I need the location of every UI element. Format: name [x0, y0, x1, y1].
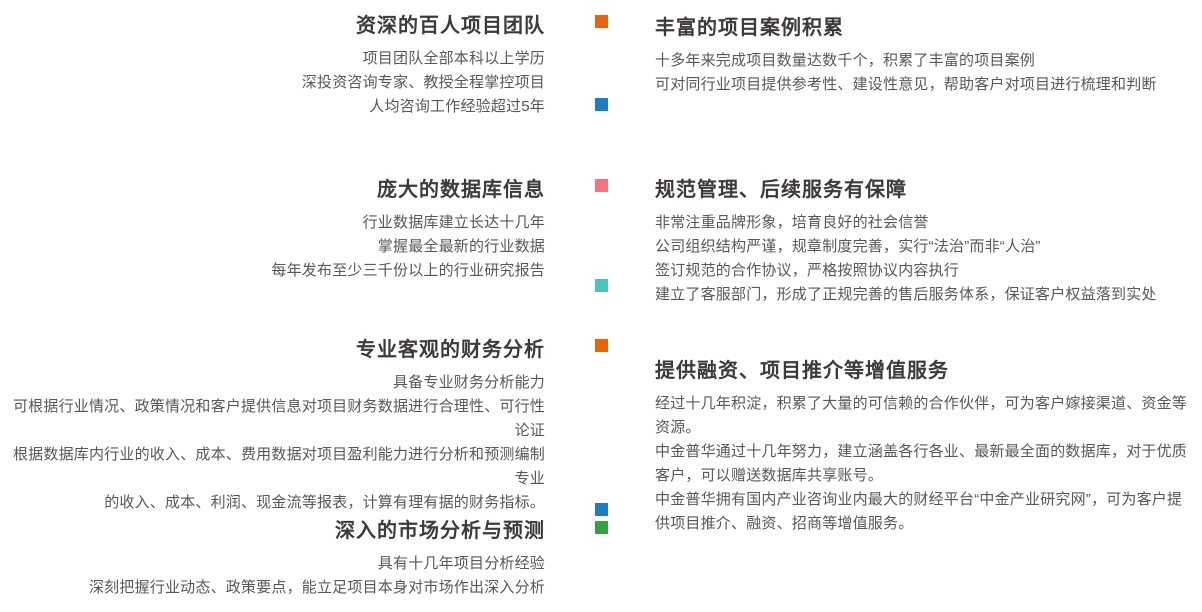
text-line: 具有十几年项目分析经验 — [377, 555, 545, 572]
text-line: 行业数据库建立长达十几年 — [362, 214, 545, 231]
text-line: 根据数据库内行业的收入、成本、费用数据对项目盈利能力进行分析和预测编制专业 — [12, 446, 545, 487]
text-line: 建立了客服部门，形成了正规完善的售后服务体系，保证客户权益落到实处 — [655, 286, 1157, 303]
text-line: 公司组织结构严谨，规章制度完善，实行“法治”而非“人治” — [655, 238, 1041, 255]
teal-square-icon — [595, 279, 608, 292]
text-line: 可根据行业情况、政策情况和客户提供信息对项目财务数据进行合理性、可行性论证 — [12, 398, 545, 439]
text-line: 签订规范的合作协议，严格按照协议内容执行 — [655, 262, 960, 279]
text-line: 十多年来完成项目数量达数千个，积累了丰富的项目案例 — [655, 52, 1036, 69]
orange-square-icon — [595, 15, 608, 28]
section-title: 提供融资、项目推介等增值服务 — [655, 360, 949, 382]
section-database-info: 庞大的数据库信息 行业数据库建立长达十几年 掌握最全最新的行业数据 每年发布至少… — [0, 178, 545, 283]
text-paragraph: 中金普华通过十几年努力，建立涵盖各行各业、最新最全面的数据库，对于优质客户，可以… — [655, 443, 1188, 484]
text-line: 深投资咨询专家、教授全程掌控项目 — [301, 74, 545, 91]
text-line: 深刻把握行业动态、政策要点，能立足项目本身对市场作出深入分析 — [88, 579, 545, 596]
text-line: 项目团队全部本科以上学历 — [362, 50, 545, 67]
pink-square-icon — [595, 179, 608, 192]
section-title: 丰富的项目案例积累 — [655, 17, 844, 39]
text-line: 的收入、成本、利润、现金流等报表，计算有理有据的财务指标。 — [104, 494, 545, 511]
text-line: 人均咨询工作经验超过5年 — [369, 98, 545, 115]
green-square-icon — [595, 521, 608, 534]
section-financial-analysis: 专业客观的财务分析 具备专业财务分析能力 可根据行业情况、政策情况和客户提供信息… — [0, 338, 545, 515]
blue-square-icon — [595, 503, 608, 516]
section-title: 资深的百人项目团队 — [356, 15, 545, 37]
section-title: 专业客观的财务分析 — [356, 339, 545, 361]
text-line: 可对同行业项目提供参考性、建设性意见，帮助客户对项目进行梳理和判断 — [655, 76, 1157, 93]
section-title: 深入的市场分析与预测 — [335, 520, 545, 542]
blue-square-icon — [595, 98, 608, 111]
text-line: 具备专业财务分析能力 — [392, 374, 545, 391]
text-line: 掌握最全最新的行业数据 — [377, 238, 545, 255]
orange-square-icon — [595, 339, 608, 352]
text-paragraph: 中金普华拥有国内产业咨询业内最大的财经平台“中金产业研究网”，可为客户提供项目推… — [655, 491, 1183, 532]
text-line: 每年发布至少三千份以上的行业研究报告 — [271, 262, 545, 279]
section-market-analysis: 深入的市场分析与预测 具有十几年项目分析经验 深刻把握行业动态、政策要点，能立足… — [0, 519, 545, 600]
section-value-added-services: 提供融资、项目推介等增值服务 经过十几年积淀，积累了大量的可信赖的合作伙伴，可为… — [655, 359, 1195, 536]
section-case-accumulation: 丰富的项目案例积累 十多年来完成项目数量达数千个，积累了丰富的项目案例 可对同行… — [655, 16, 1195, 97]
section-title: 庞大的数据库信息 — [377, 179, 545, 201]
section-standard-management: 规范管理、后续服务有保障 非常注重品牌形象，培育良好的社会信誉 公司组织结构严谨… — [655, 178, 1195, 307]
text-paragraph: 经过十几年积淀，积累了大量的可信赖的合作伙伴，可为客户嫁接渠道、资金等资源。 — [655, 395, 1188, 436]
section-project-team: 资深的百人项目团队 项目团队全部本科以上学历 深投资咨询专家、教授全程掌控项目 … — [0, 14, 545, 119]
section-title: 规范管理、后续服务有保障 — [655, 179, 907, 201]
text-line: 非常注重品牌形象，培育良好的社会信誉 — [655, 214, 929, 231]
